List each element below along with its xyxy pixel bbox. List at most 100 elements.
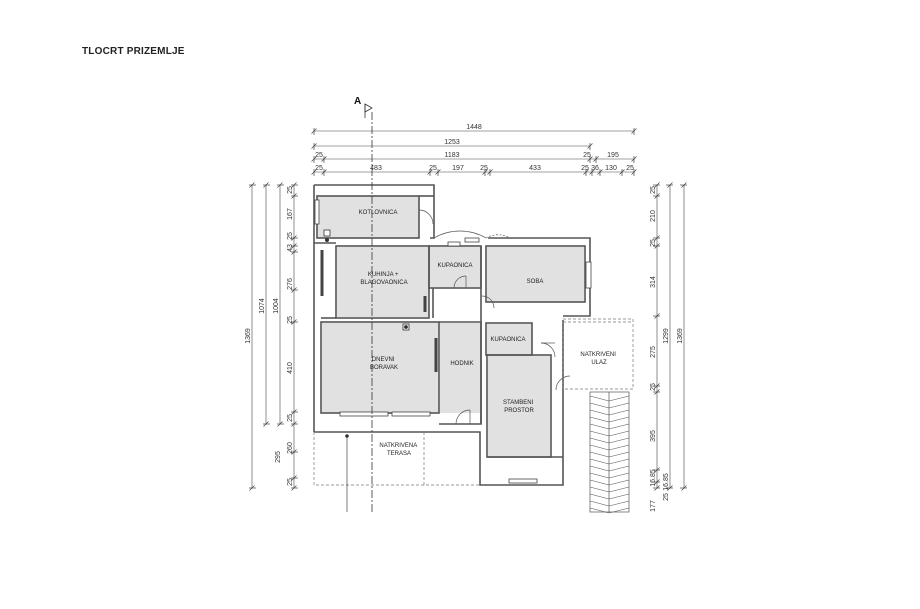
- stair-tread: [608, 479, 630, 486]
- stair-tread: [608, 395, 630, 402]
- dims-top-ticks: [311, 128, 637, 176]
- dim-right-inner-0: 25: [650, 186, 657, 194]
- stair-tread: [608, 493, 630, 500]
- dim-left-mid-0: 1074: [259, 298, 266, 314]
- dim-right-inner-2: 25: [650, 239, 657, 247]
- stair-tread: [589, 500, 610, 507]
- stair-tread: [589, 402, 610, 409]
- stair-tread: [608, 458, 630, 465]
- dim-top-row4-7: 36: [591, 165, 599, 172]
- dim-top-row4-2: 25: [429, 165, 437, 172]
- room-label-kupaonica-1: KUPAONICA: [438, 263, 473, 269]
- stair-tread: [608, 507, 630, 514]
- stair-tread: [589, 507, 610, 514]
- stair-tread: [589, 458, 610, 465]
- covered-terrace: [313, 432, 480, 512]
- dim-left-inner2-0: 25: [287, 186, 294, 194]
- stair-tread: [608, 500, 630, 507]
- stair-tread: [589, 493, 610, 500]
- room-label-kotlovnica: KOTLOVNICA: [359, 210, 398, 216]
- section-marker-a: A: [354, 96, 361, 107]
- dim-left-inner2-10: 25: [287, 478, 294, 486]
- dim-top-row4-4: 25: [480, 165, 488, 172]
- stair-tread: [608, 416, 630, 423]
- stair-tread: [608, 472, 630, 479]
- dim-left-inner2-5: 25: [287, 316, 294, 324]
- stair-tread: [608, 402, 630, 409]
- stair-treads: [589, 395, 630, 514]
- dim-left-inner2-9: 295: [275, 451, 282, 463]
- stair-tread: [608, 437, 630, 444]
- dim-right-inner-6: 395: [650, 430, 657, 442]
- dim-right-inner-9: 16.85: [663, 473, 670, 491]
- dim-left-outer-0: 1369: [245, 328, 252, 344]
- stair-tread: [608, 409, 630, 416]
- dim-top-row3-2: 25: [583, 152, 591, 159]
- doors: [418, 209, 571, 425]
- stair-tread: [589, 451, 610, 458]
- stair-tread: [589, 416, 610, 423]
- room-label-kupaonica-2: KUPAONICA: [491, 337, 526, 343]
- dim-top-row3-3: 195: [607, 152, 619, 159]
- dims-right-lines: [656, 185, 685, 488]
- stair-tread: [589, 465, 610, 472]
- room-label-soba: SOBA: [527, 279, 544, 285]
- dim-left-inner2-7: 25: [287, 414, 294, 422]
- dim-left-inner2-4: 276: [287, 278, 294, 290]
- dim-top-row3-0: 25: [315, 152, 323, 159]
- dim-right-inner-5: 25: [650, 383, 657, 391]
- dim-left-inner2-6: 410: [287, 362, 294, 374]
- dims-left-ticks: [249, 182, 298, 491]
- room-label-natkriveni-ulaz: NATKRIVENI ULAZ: [580, 352, 617, 366]
- dim-right-outer-0: 1369: [677, 328, 684, 344]
- dim-top-row4-6: 25: [581, 165, 589, 172]
- stair-tread: [589, 437, 610, 444]
- dim-right-inner-7: 16.85: [650, 469, 657, 487]
- dim-left-inner2-3: 43: [287, 244, 294, 252]
- page-title: TLOCRT PRIZEMLJE: [82, 46, 185, 57]
- dims-right-ticks: [653, 182, 687, 491]
- stair-tread: [608, 430, 630, 437]
- stair-tread: [589, 444, 610, 451]
- dims-left-lines: [251, 185, 295, 488]
- stair-tread: [608, 444, 630, 451]
- stair-tread: [589, 486, 610, 493]
- dim-right-inner-1: 210: [650, 210, 657, 222]
- dim-right-mid-0: 1299: [663, 328, 670, 344]
- dim-top-row4-1: 483: [370, 165, 382, 172]
- stair-tread: [608, 423, 630, 430]
- stair-tread: [589, 423, 610, 430]
- dim-top-row4-0: 25: [315, 165, 323, 172]
- room-fills: [317, 196, 584, 456]
- stair-tread: [608, 486, 630, 493]
- dim-top-row2-0: 1253: [444, 139, 460, 146]
- dim-top-row1-0: 1448: [466, 124, 482, 131]
- stairs: [589, 391, 630, 513]
- dim-left-inner2-8: 260: [287, 442, 294, 454]
- room-label-stambeni-prostor: STAMBENI PROSTOR: [503, 400, 535, 414]
- dim-right-inner-8: 177: [650, 500, 657, 512]
- room-label-hodnik: HODNIK: [450, 361, 473, 367]
- dim-right-inner-3: 314: [650, 276, 657, 288]
- section-line-a: [364, 103, 373, 512]
- stair-tread: [608, 465, 630, 472]
- dim-right-inner-4: 275: [650, 346, 657, 358]
- room-label-dnevni-boravak: DNEVNI BORAVAK: [370, 357, 398, 371]
- stair-tread: [608, 451, 630, 458]
- dim-left-inner2-2: 25: [287, 232, 294, 240]
- windows: [314, 199, 592, 484]
- dim-top-row4-8: 130: [605, 165, 617, 172]
- wall-accents: [320, 250, 438, 372]
- dim-top-row3-1: 1183: [444, 152, 459, 159]
- dim-top-row4-5: 433: [529, 165, 541, 172]
- dims-top-lines: [314, 130, 634, 173]
- dim-left-inner1-0: 1004: [273, 298, 280, 314]
- covered-entrance: [562, 318, 634, 390]
- walls: [313, 184, 591, 486]
- room-label-kuhinja: KUHINJA + BLAGOVAONICA: [360, 272, 407, 286]
- dim-right-inner-10: 25: [663, 493, 670, 501]
- room-label-natkrivena-terasa: NATKRIVENA TERASA: [379, 443, 418, 457]
- stair-tread: [589, 479, 610, 486]
- stair-tread: [589, 395, 610, 402]
